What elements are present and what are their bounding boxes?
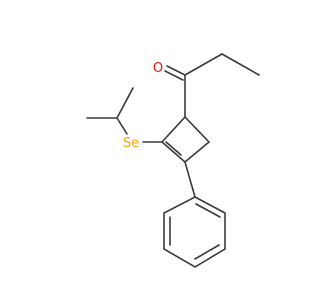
molecule-structure: O Se [0, 0, 300, 300]
bond-ethyl-ch3 [221, 53, 260, 76]
oxygen-atom-label: O [153, 61, 163, 76]
bond-ring-c3-c4-inner [165, 141, 182, 156]
selenium-atom-label: Se [123, 136, 139, 151]
bond-carbonyl-double-2 [164, 70, 184, 81]
bond-carbonyl-double-1 [166, 65, 186, 76]
bond-ring-c4-c1 [161, 116, 186, 143]
canvas-background [0, 0, 300, 300]
bond-ring-c1-c2 [184, 116, 210, 143]
phenyl-inner-bond-1 [195, 203, 221, 218]
bond-ring-phenyl [184, 161, 196, 198]
phenyl-ring [163, 196, 226, 268]
bond-ethyl-ch2 [184, 53, 223, 76]
phenyl-inner-bond-2 [194, 244, 220, 260]
bond-ring-c3-c4 [161, 141, 186, 163]
bond-isopropyl-methyl-2 [116, 87, 134, 119]
bond-se-isopropyl [116, 117, 128, 135]
bond-ring-c2-c3 [184, 141, 210, 163]
